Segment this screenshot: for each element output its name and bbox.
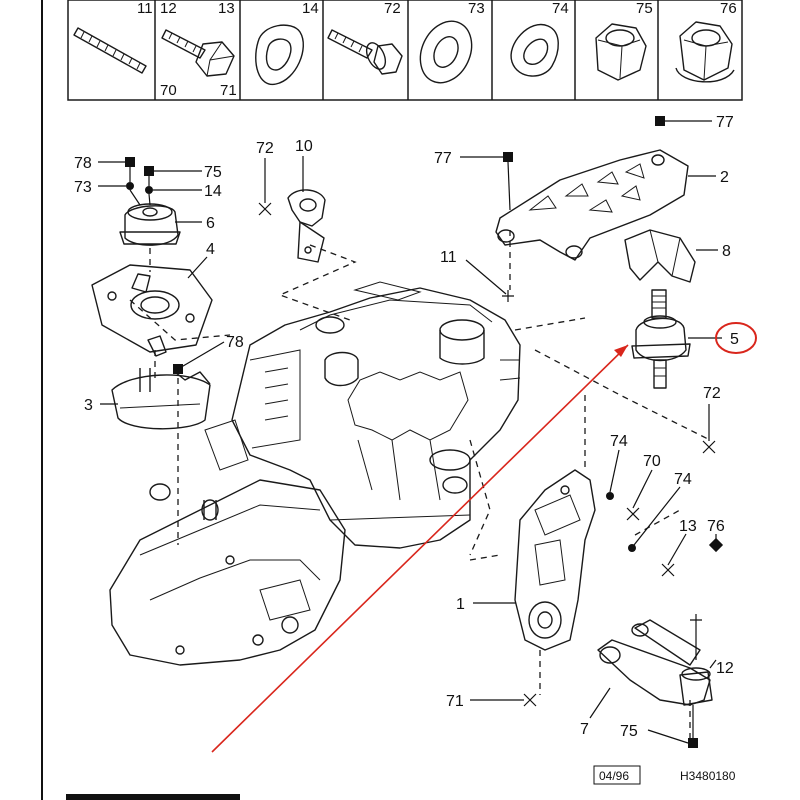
callout-78: 78 (74, 155, 92, 172)
header-label-74: 74 (552, 0, 569, 17)
flat-washer-icon (419, 20, 473, 84)
part-5-stud-mount (631, 289, 691, 389)
callout-8: 8 (722, 243, 731, 260)
marker-square (503, 152, 513, 162)
part-4-bracket (91, 264, 213, 357)
marker-square (125, 157, 135, 167)
callout-71: 71 (446, 693, 464, 710)
bolt-icon (161, 29, 235, 77)
callout-77-left: 77 (434, 150, 452, 167)
callout-6: 6 (206, 215, 215, 232)
callout-7: 7 (580, 721, 589, 738)
marker-cross (626, 507, 640, 521)
callout-13: 13 (679, 518, 697, 535)
assembly-guide-lines (129, 230, 711, 740)
marker-square (655, 116, 665, 126)
header-label-76: 76 (720, 0, 737, 17)
header-label-14: 14 (302, 0, 319, 17)
flange-bolt-icon (327, 29, 403, 75)
stud-icon (73, 27, 147, 74)
part-2-upper-bracket (495, 149, 689, 261)
marker-dot (126, 182, 134, 190)
callout-12: 12 (716, 660, 734, 677)
shaped-washer-icon (510, 23, 559, 77)
callout-11: 11 (440, 249, 457, 266)
fastener-markers (125, 116, 724, 748)
callout-3: 3 (84, 397, 93, 414)
part-3-lower-mount (111, 368, 211, 430)
header-label-72: 72 (384, 0, 401, 17)
marker-cross (523, 693, 537, 707)
header-label-13: 13 (218, 0, 235, 17)
marker-dot (145, 186, 153, 194)
red-pointer-arrow (211, 344, 629, 753)
flange-nut-icon (675, 21, 735, 83)
callout-5: 5 (730, 331, 739, 348)
header-label-71: 71 (220, 82, 237, 99)
marker-dot (606, 492, 614, 500)
leader-lines (98, 120, 722, 744)
callout-73: 73 (74, 179, 92, 196)
bottom-bar (66, 794, 240, 800)
marker-plus (690, 614, 702, 626)
engine-block (231, 281, 521, 549)
red-highlight-circle (715, 322, 757, 354)
header-label-11: 11 (137, 0, 153, 17)
hex-nut-icon (595, 23, 647, 81)
callout-2: 2 (720, 169, 729, 186)
part-6-rubber-mount (119, 203, 181, 246)
marker-cross (661, 563, 675, 577)
footer-date: 04/96 (599, 769, 629, 783)
callout-76: 76 (707, 518, 725, 535)
callout-14: 14 (204, 183, 222, 200)
callout-77: 77 (716, 114, 734, 131)
header-label-12: 12 (160, 0, 177, 17)
marker-square (144, 166, 154, 176)
callout-74: 74 (610, 433, 628, 450)
header-label-70: 70 (160, 82, 177, 99)
callout-1: 1 (456, 596, 465, 613)
callout-4: 4 (206, 241, 215, 258)
cam-washer-icon (255, 24, 305, 85)
marker-square (688, 738, 698, 748)
marker-dot (628, 544, 636, 552)
callout-72-right: 72 (703, 385, 721, 402)
parts-header-table: 11 12 13 70 71 14 72 73 74 75 76 (67, 0, 743, 101)
footer-reference: H3480180 (680, 769, 736, 783)
callout-70: 70 (643, 453, 661, 470)
header-label-73: 73 (468, 0, 485, 17)
gearbox (109, 419, 346, 666)
part-10-bracket (287, 189, 326, 263)
callout-75: 75 (204, 164, 222, 181)
callout-75-lower: 75 (620, 723, 638, 740)
callout-72: 72 (256, 140, 274, 157)
callout-10: 10 (295, 138, 313, 155)
part-8-pad (624, 229, 696, 283)
red-annotation (211, 322, 757, 753)
header-label-75: 75 (636, 0, 653, 17)
red-arrowhead-icon (614, 345, 628, 357)
callout-74-lower: 74 (674, 471, 692, 488)
part-1-lower-mount (514, 469, 596, 651)
callout-78-lower: 78 (226, 334, 244, 351)
footer: 04/96 H3480180 (593, 765, 736, 785)
part-7-link-arm (597, 619, 713, 706)
marker-plus (502, 290, 514, 302)
marker-cross (258, 202, 272, 216)
marker-cross (702, 440, 716, 454)
callout-labels: 78 75 73 14 6 4 78 3 72 10 77 77 11 2 8 … (74, 114, 739, 740)
marker-diamond (708, 537, 724, 553)
